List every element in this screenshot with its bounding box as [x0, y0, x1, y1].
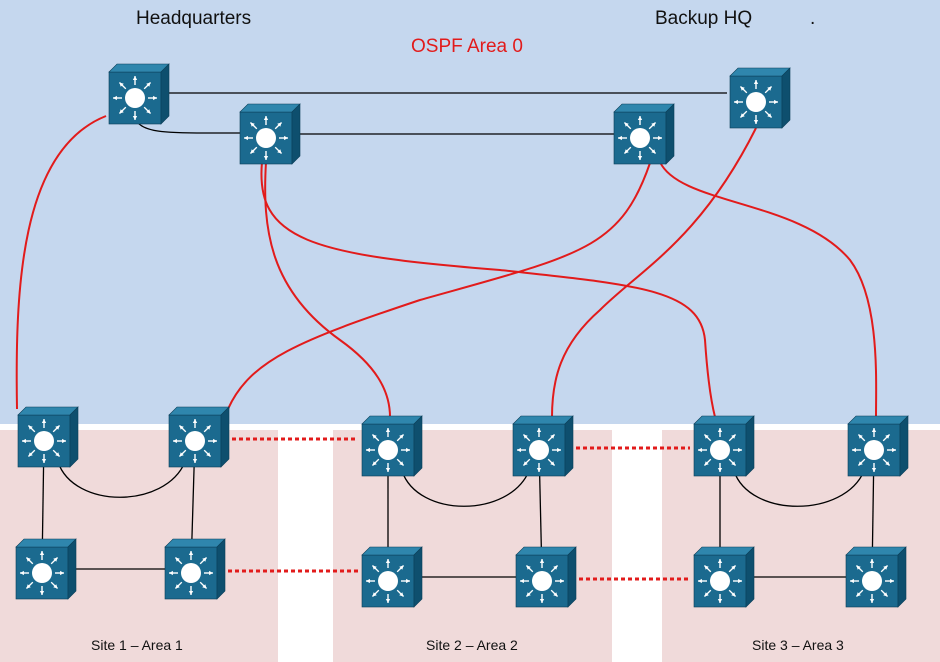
ospf-uplink-bk2-s3b: [659, 161, 878, 418]
ospf-uplink-hq2-s3a: [260, 161, 716, 418]
layer3-switch-icon: [613, 103, 675, 165]
site-link-s2a-s2b: [401, 470, 530, 507]
ospf-uplink-bk2-s1b: [227, 162, 651, 410]
layer3-switch-icon: [108, 63, 170, 125]
site-1-label: Site 1 – Area 1: [91, 637, 183, 653]
layer3-switch-icon: [693, 546, 755, 608]
site-link-s3a-s3b: [733, 470, 865, 507]
layer3-switch-icon: [515, 546, 577, 608]
ospf-uplink-hq1-s1a: [15, 115, 107, 410]
dot-mark: .: [810, 8, 816, 29]
site-link-s1a-s1b: [57, 461, 186, 498]
layer3-switch-icon: [17, 406, 79, 468]
backup-hq-label: Backup HQ: [655, 8, 753, 29]
layer3-switch-icon: [168, 406, 230, 468]
ospf-area-0-label: OSPF Area 0: [411, 36, 523, 57]
ospf-uplink-hq2-s2a: [264, 161, 391, 418]
ospf-uplink-bk1-s2b: [551, 127, 757, 418]
layer3-switch-icon: [361, 415, 423, 477]
layer3-switch-icon: [15, 538, 77, 600]
headquarters-label: Headquarters: [136, 8, 252, 29]
layer3-switch-icon: [729, 67, 791, 129]
area-divider: [0, 424, 940, 430]
area-0-region: [0, 0, 940, 424]
site-3-label: Site 3 – Area 3: [752, 637, 844, 653]
site-2-label: Site 2 – Area 2: [426, 637, 518, 653]
layer3-switch-icon: [847, 415, 909, 477]
layer3-switch-icon: [512, 415, 574, 477]
layer3-switch-icon: [693, 415, 755, 477]
layer3-switch-icon: [239, 103, 301, 165]
layer3-switch-icon: [361, 546, 423, 608]
layer3-switch-icon: [845, 546, 907, 608]
layer3-switch-icon: [164, 538, 226, 600]
